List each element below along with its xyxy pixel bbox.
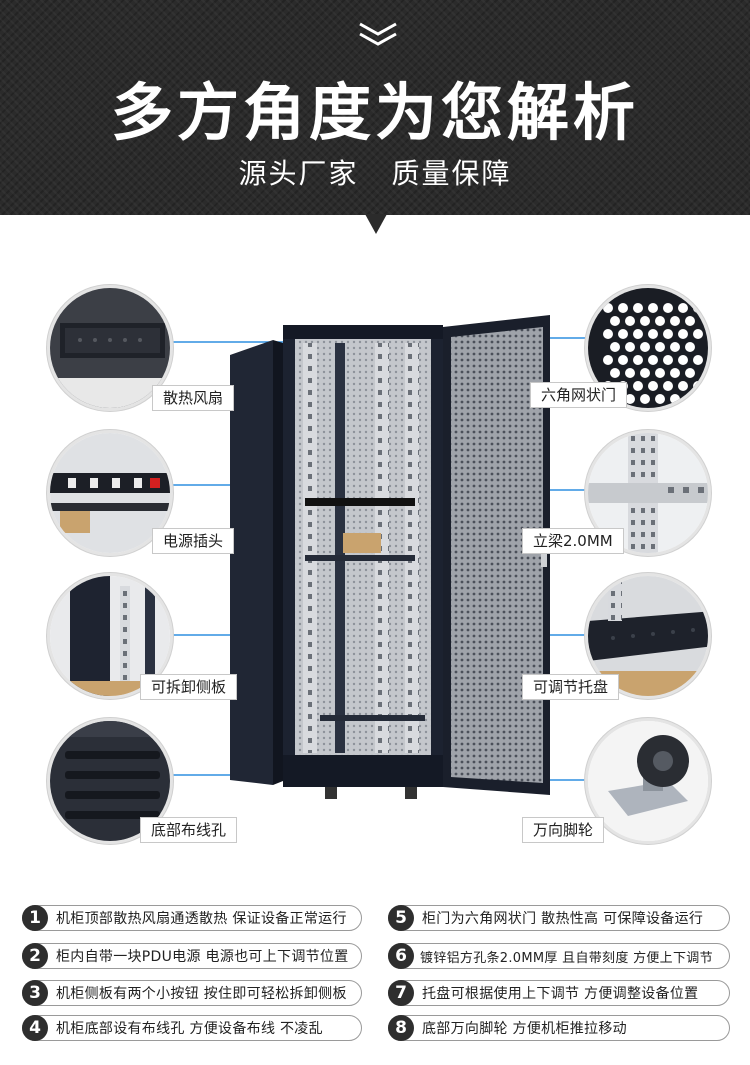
- header-pointer: [365, 214, 387, 234]
- header-banner: 多方角度为您解析 源头厂家 质量保障: [0, 0, 750, 215]
- label-rail: 立梁2.0MM: [522, 528, 624, 554]
- label-fan: 散热风扇: [152, 385, 235, 411]
- feature-number-badge: 3: [22, 980, 48, 1006]
- feature-number-badge: 4: [22, 1015, 48, 1041]
- product-showcase: 散热风扇 电源插头 可拆卸侧板 底部布线孔: [0, 230, 750, 870]
- feature-text: 柜内自带一块PDU电源 电源也可上下调节位置: [56, 949, 349, 965]
- label-tray: 可调节托盘: [522, 674, 620, 700]
- page-subtitle: 源头厂家 质量保障: [238, 157, 512, 190]
- feature-number-badge: 6: [388, 943, 414, 969]
- feature-text: 机柜侧板有两个小按钮 按住即可轻松拆卸侧板: [56, 986, 347, 1002]
- feature-text: 镀锌铝方孔条2.0MM厚 且自带刻度 方便上下调节: [420, 950, 713, 966]
- label-cable-hole: 底部布线孔: [140, 817, 238, 843]
- server-cabinet-image: [230, 315, 550, 799]
- feature-text: 柜门为六角网状门 散热性高 可保障设备运行: [422, 911, 704, 927]
- callout-caster-photo: [585, 718, 711, 844]
- label-pdu: 电源插头: [152, 528, 235, 554]
- feature-item: 8 底部万向脚轮 方便机柜推拉移动: [388, 1015, 730, 1041]
- callout-pdu-photo: [47, 430, 173, 556]
- feature-item: 2 柜内自带一块PDU电源 电源也可上下调节位置: [22, 943, 362, 969]
- feature-item: 3 机柜侧板有两个小按钮 按住即可轻松拆卸侧板: [22, 980, 362, 1006]
- feature-list: 1 机柜顶部散热风扇通透散热 保证设备正常运行 2 柜内自带一块PDU电源 电源…: [0, 900, 750, 1050]
- feature-number-badge: 1: [22, 905, 48, 931]
- label-hex-door: 六角网状门: [530, 382, 628, 408]
- feature-item: 5 柜门为六角网状门 散热性高 可保障设备运行: [388, 905, 730, 931]
- feature-item: 7 托盘可根据使用上下调节 方便调整设备位置: [388, 980, 730, 1006]
- double-chevron-down-icon: [359, 22, 397, 46]
- label-caster: 万向脚轮: [522, 817, 605, 843]
- feature-text: 机柜顶部散热风扇通透散热 保证设备正常运行: [56, 911, 347, 927]
- feature-number-badge: 7: [388, 980, 414, 1006]
- feature-item: 6 镀锌铝方孔条2.0MM厚 且自带刻度 方便上下调节: [388, 943, 730, 969]
- feature-number-badge: 5: [388, 905, 414, 931]
- feature-number-badge: 2: [22, 943, 48, 969]
- feature-item: 4 机柜底部设有布线孔 方便设备布线 不凌乱: [22, 1015, 362, 1041]
- feature-text: 机柜底部设有布线孔 方便设备布线 不凌乱: [56, 1021, 323, 1037]
- feature-item: 1 机柜顶部散热风扇通透散热 保证设备正常运行: [22, 905, 362, 931]
- feature-text: 底部万向脚轮 方便机柜推拉移动: [422, 1021, 627, 1037]
- page-title: 多方角度为您解析: [110, 76, 639, 149]
- feature-text: 托盘可根据使用上下调节 方便调整设备位置: [422, 986, 699, 1002]
- label-side-panel: 可拆卸侧板: [140, 674, 238, 700]
- callout-fan-photo: [47, 285, 173, 411]
- feature-number-badge: 8: [388, 1015, 414, 1041]
